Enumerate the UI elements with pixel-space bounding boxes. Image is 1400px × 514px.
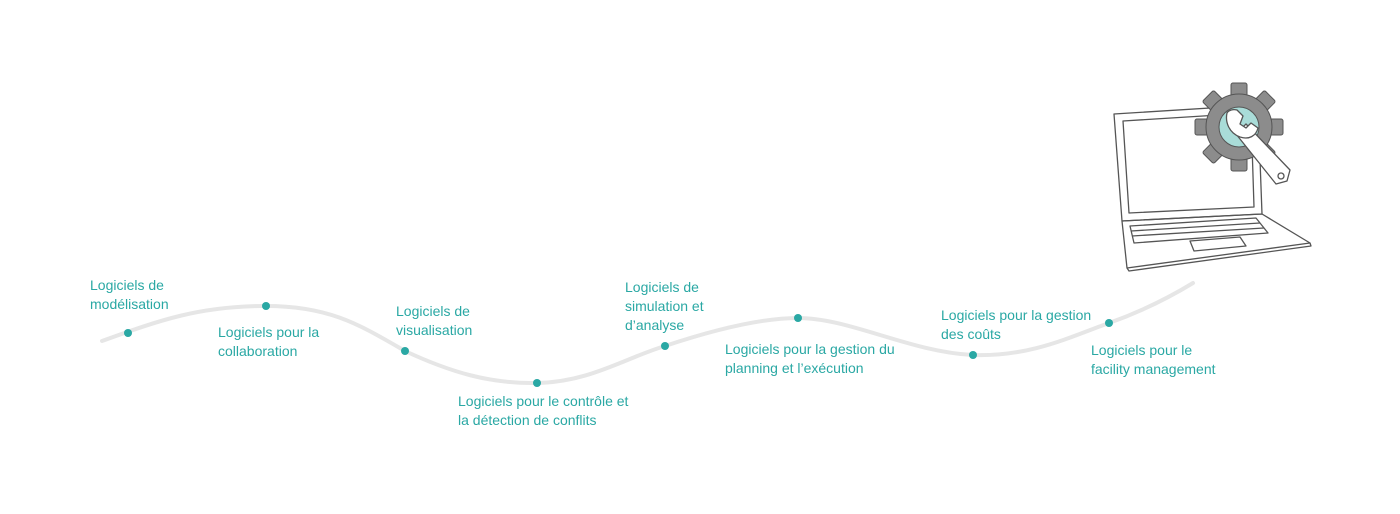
timeline-dot xyxy=(533,379,541,387)
step-label-facility-management: Logiciels pour le facility management xyxy=(1091,341,1216,379)
step-label-line: Logiciels pour le contrôle et xyxy=(458,393,629,409)
timeline-dot xyxy=(1105,319,1113,327)
step-label-line: Logiciels pour la gestion du xyxy=(725,341,895,357)
step-label-line: Logiciels pour le xyxy=(1091,342,1193,358)
timeline-dot xyxy=(661,342,669,350)
timeline-dot xyxy=(794,314,802,322)
step-label-simulation-analyse: Logiciels de simulation et d’analyse xyxy=(625,278,704,335)
step-label-controle-conflits: Logiciels pour le contrôle et la détecti… xyxy=(458,392,628,430)
step-label-line: visualisation xyxy=(396,322,473,338)
timeline-dot xyxy=(401,347,409,355)
step-label-modelisation: Logiciels de modélisation xyxy=(90,276,169,314)
step-label-line: facility management xyxy=(1091,361,1216,377)
step-label-visualisation: Logiciels de visualisation xyxy=(396,302,472,340)
step-label-line: des coûts xyxy=(941,326,1001,342)
timeline-path xyxy=(100,281,1195,386)
step-label-line: Logiciels de xyxy=(90,277,164,293)
laptop-gear-wrench-icon xyxy=(1113,82,1312,272)
timeline-dot xyxy=(969,351,977,359)
step-label-gestion-couts: Logiciels pour la gestion des coûts xyxy=(941,306,1091,344)
step-label-planning-execution: Logiciels pour la gestion du planning et… xyxy=(725,340,895,378)
step-label-line: d’analyse xyxy=(625,317,685,333)
step-label-line: collaboration xyxy=(218,343,298,359)
step-label-collaboration: Logiciels pour la collaboration xyxy=(218,323,319,361)
wrench-icon xyxy=(1225,108,1291,185)
timeline-dot xyxy=(124,329,132,337)
step-label-line: Logiciels de xyxy=(396,303,470,319)
step-label-line: planning et l’exécution xyxy=(725,360,864,376)
timeline-dot xyxy=(262,302,270,310)
step-label-line: Logiciels pour la xyxy=(218,324,320,340)
step-label-line: simulation et xyxy=(625,298,704,314)
step-label-line: la détection de conflits xyxy=(458,412,597,428)
step-label-line: modélisation xyxy=(90,296,169,312)
step-label-line: Logiciels de xyxy=(625,279,699,295)
step-label-line: Logiciels pour la gestion xyxy=(941,307,1092,323)
